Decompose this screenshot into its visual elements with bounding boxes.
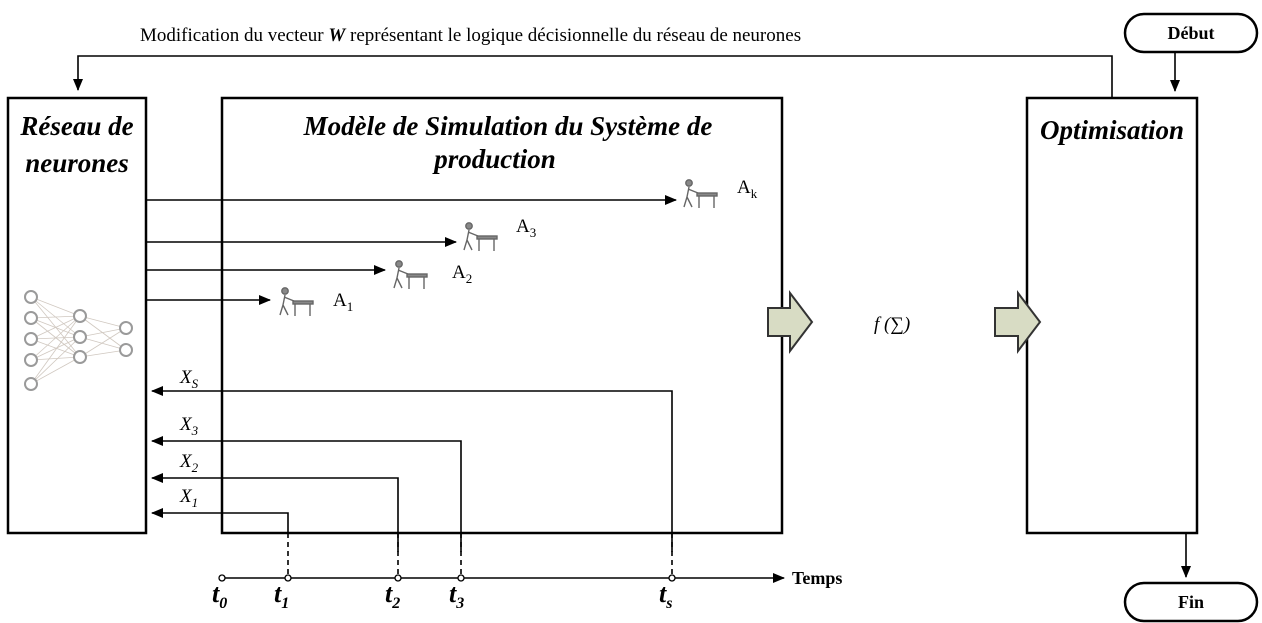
time-axis-label: Temps [792, 568, 842, 588]
action-label-3: A3 [516, 216, 536, 240]
input-label-3: X3 [179, 414, 199, 438]
optimisation-box [1025, 96, 1199, 535]
tick-label-t2: t2 [385, 579, 400, 612]
optimisation-title: Optimisation [1040, 115, 1184, 145]
workstation-icon-3 [463, 222, 498, 251]
start-label: Début [1167, 23, 1214, 43]
optimisation-input-arrow [994, 290, 1042, 354]
workstation-icon-k [683, 179, 718, 208]
feedback-label: Modification du vecteur W représentant l… [140, 25, 801, 46]
workstation-icon-1 [279, 287, 314, 316]
simulation-title-line2: production [432, 144, 556, 174]
end-label: Fin [1178, 592, 1204, 612]
neural-title-line1: Réseau de [19, 111, 133, 141]
tick-label-t3: t3 [449, 579, 464, 612]
input-arrow-s [151, 386, 673, 552]
end-terminator [1123, 581, 1259, 623]
neural-network-icon [24, 290, 133, 391]
start-terminator [1123, 12, 1259, 54]
input-label-s: XS [179, 367, 199, 391]
simulation-output-arrow [767, 290, 814, 354]
workstation-icon-2 [393, 260, 428, 289]
action-label-1: A1 [333, 290, 353, 314]
tick-label-t0: t0 [212, 579, 227, 612]
simulation-title-line1: Modèle de Simulation du Système de [303, 111, 713, 141]
feedback-arrow [73, 55, 1113, 98]
input-arrow-2 [151, 473, 399, 552]
neural-title-line2: neurones [25, 148, 129, 178]
input-arrow-1 [151, 508, 289, 533]
objective-function: f (∑) [874, 314, 910, 335]
simulation-model-box [220, 96, 784, 535]
time-axis-ticks [218, 574, 676, 582]
action-label-2: A2 [452, 262, 472, 286]
input-arrow-3 [151, 436, 462, 552]
input-label-2: X2 [179, 451, 199, 475]
tick-label-t1: t1 [274, 579, 289, 612]
input-label-1: X1 [179, 486, 198, 510]
tick-label-ts: ts [659, 579, 672, 612]
action-label-k: Ak [737, 177, 758, 201]
